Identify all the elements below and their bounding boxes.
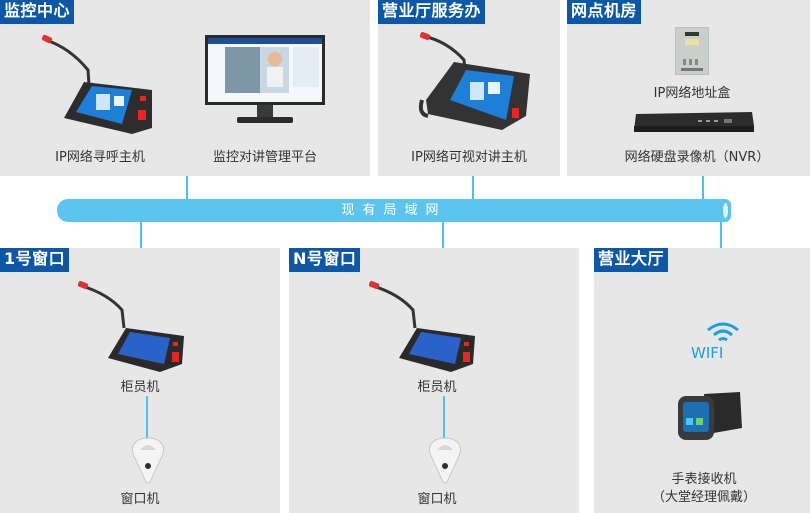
window-intercom-icon	[429, 437, 461, 484]
monitor-platform-icon	[205, 35, 325, 123]
zone-business-hall: 营业大厅 WIFI 手表接收机 （大堂经理佩戴）	[594, 248, 810, 513]
wifi-icon	[707, 322, 739, 342]
link-line	[186, 176, 188, 200]
desktop-paging-host-icon	[41, 34, 152, 134]
link-line	[702, 176, 704, 200]
zone-title: 1号窗口	[0, 248, 70, 272]
smartwatch-receiver-icon	[678, 392, 742, 440]
zone-server-room: 网点机房 IP网络地址盒 网络硬盘录像机（NVR）	[567, 0, 810, 176]
device-label: 手表接收机	[671, 472, 737, 487]
device-label: 窗口机	[417, 492, 457, 507]
zone-service-office: 营业厅服务办 IP网络可视对讲主机	[378, 0, 560, 176]
wifi-label: WIFI	[691, 344, 724, 362]
video-intercom-host-icon	[418, 32, 530, 130]
link-line	[720, 221, 722, 248]
zone-title: 网点机房	[567, 0, 642, 24]
device-label: IP网络地址盒	[653, 86, 731, 101]
device-label: 柜员机	[120, 380, 160, 395]
zone-window-1: 1号窗口 柜员机 窗口机	[0, 248, 280, 513]
device-label: IP网络寻呼主机	[55, 150, 145, 165]
zone-title: N号窗口	[289, 248, 361, 272]
window-intercom-icon	[132, 437, 164, 484]
teller-terminal-icon	[78, 280, 184, 372]
zone-monitoring-center: 监控中心 IP网络寻呼主机 监控对讲管理平台	[0, 0, 370, 176]
lan-label: 现有局域网	[341, 203, 447, 218]
link-line	[442, 221, 444, 248]
device-label: 窗口机	[120, 492, 160, 507]
nvr-recorder-icon	[634, 112, 754, 132]
link-line	[443, 396, 445, 438]
zone-title: 营业厅服务办	[378, 0, 486, 24]
zone-window-n: N号窗口 柜员机 窗口机	[289, 248, 579, 513]
link-line	[472, 176, 474, 200]
zone-title: 营业大厅	[594, 248, 669, 272]
device-sublabel: （大堂经理佩戴）	[651, 490, 756, 505]
link-line	[140, 221, 142, 248]
link-line	[146, 396, 148, 438]
device-label: 网络硬盘录像机（NVR）	[624, 150, 770, 165]
device-label: 监控对讲管理平台	[212, 150, 317, 165]
zone-title: 监控中心	[0, 0, 75, 24]
device-label: IP网络可视对讲主机	[411, 150, 527, 165]
pipe-end-cap	[722, 202, 729, 219]
device-label: 柜员机	[417, 380, 457, 395]
teller-terminal-icon	[369, 280, 475, 372]
lan-backbone: 现有局域网	[57, 199, 731, 222]
ip-address-box-icon	[675, 27, 709, 75]
